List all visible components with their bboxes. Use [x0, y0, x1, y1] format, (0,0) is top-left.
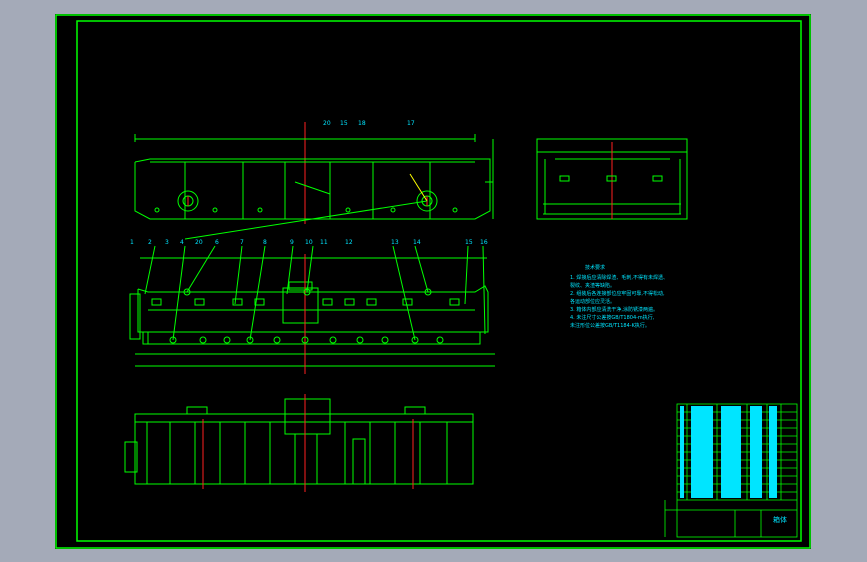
note-line: 裂纹、夹渣等缺陷。 [570, 282, 615, 289]
title-block-name: 箱体 [773, 515, 787, 524]
part-number: 4 [180, 239, 184, 246]
note-line: 2. 组装后各连接部位应牢固可靠,不得松动, [570, 290, 665, 297]
part-number: 6 [215, 239, 219, 246]
part-number: 15 [340, 120, 348, 127]
outer-border [55, 14, 811, 549]
part-number: 17 [407, 120, 415, 127]
note-line: 4. 未注尺寸公差按GB/T1804-m执行, [570, 314, 655, 321]
part-number: 3 [165, 239, 169, 246]
part-number: 13 [391, 239, 399, 246]
part-number: 14 [413, 239, 421, 246]
part-number: 1 [130, 239, 134, 246]
bom-text-block [680, 406, 777, 498]
part-number: 9 [290, 239, 294, 246]
top-part-numbers: 20 15 18 17 [323, 120, 415, 127]
notes-title: 技术要求 [585, 264, 605, 271]
part-number: 20 [323, 120, 331, 127]
technical-notes: 技术要求 1. 焊接后应清除焊渣、毛刺,不得有未焊透、 裂纹、夹渣等缺陷。 2.… [570, 264, 668, 329]
note-line: 1. 焊接后应清除焊渣、毛刺,不得有未焊透、 [570, 274, 668, 281]
part-number: 7 [240, 239, 244, 246]
part-number: 15 [465, 239, 473, 246]
front-elevation-view [134, 122, 494, 240]
drawing-sheet: 20 15 18 17 [55, 14, 811, 549]
part-number: 20 [195, 239, 203, 246]
note-line: 3. 箱体内部应清洗干净,涂防锈漆两遍。 [570, 306, 658, 313]
mid-part-numbers: 1 2 3 4 20 6 7 8 9 10 11 12 13 14 15 16 [130, 239, 488, 246]
plan-view [129, 245, 495, 374]
part-number: 18 [358, 120, 366, 127]
part-number: 12 [345, 239, 353, 246]
drawing-canvas: 20 15 18 17 [55, 14, 811, 549]
part-number: 10 [305, 239, 313, 246]
inner-border [76, 20, 802, 542]
note-line: 各运动部位应灵活。 [570, 298, 615, 305]
note-line: 未注形位公差按GB/T1184-K执行。 [570, 322, 650, 329]
part-number: 16 [480, 239, 488, 246]
part-number: 11 [320, 239, 328, 246]
part-number: 2 [148, 239, 152, 246]
section-view [124, 394, 474, 492]
side-view [536, 138, 688, 220]
part-number: 8 [263, 239, 267, 246]
